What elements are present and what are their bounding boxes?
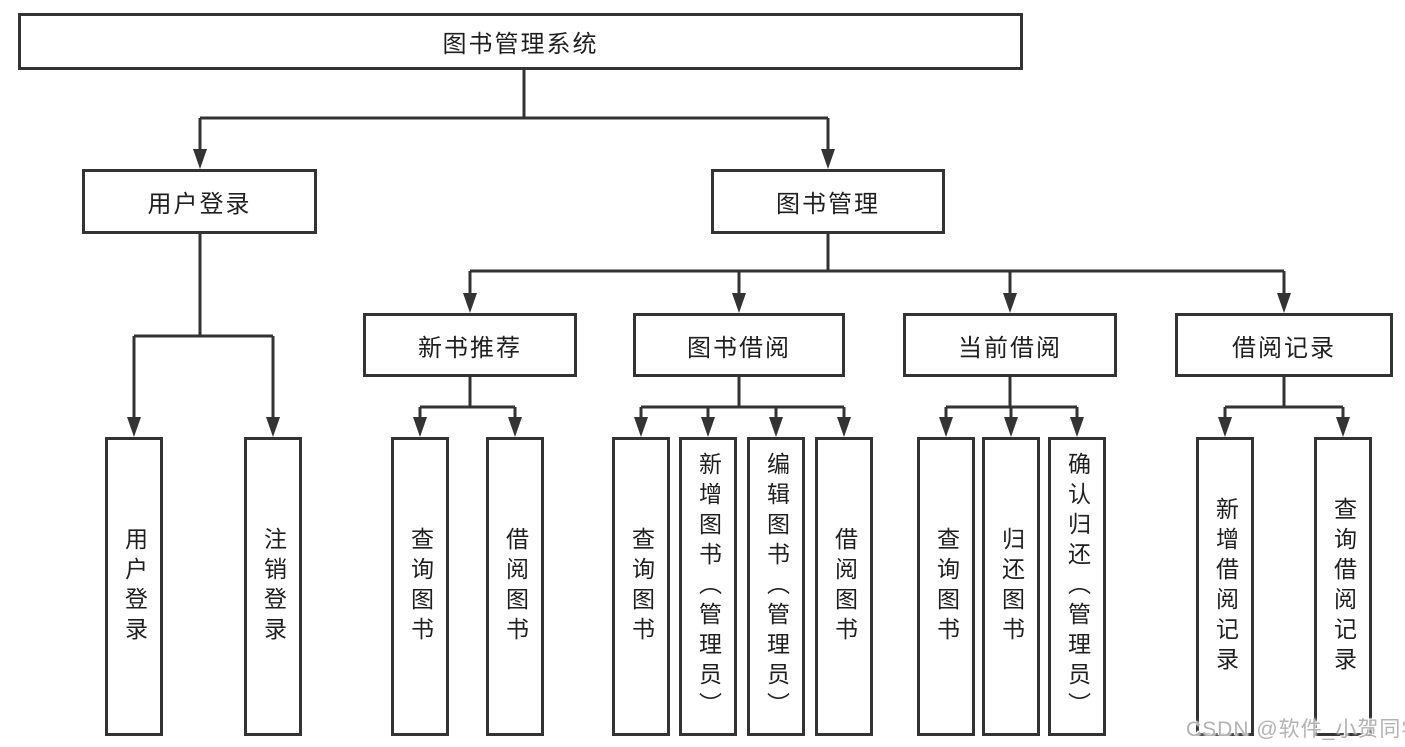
leaf-return-books: 归还图书 bbox=[982, 437, 1040, 736]
node-book-management: 图书管理 bbox=[711, 169, 945, 234]
leaf-logout-label: 注销登录 bbox=[260, 526, 287, 647]
node-root: 图书管理系统 bbox=[18, 13, 1023, 70]
leaf-add-books-admin: 新增图书（管理员） bbox=[679, 437, 737, 736]
node-current-borrow: 当前借阅 bbox=[903, 313, 1117, 377]
node-current-borrow-label: 当前借阅 bbox=[958, 334, 1062, 362]
node-book-management-label: 图书管理 bbox=[776, 191, 880, 218]
leaf-user-login: 用户登录 bbox=[105, 437, 163, 736]
leaf-query-books-2-label: 查询图书 bbox=[628, 526, 655, 647]
leaf-confirm-return-admin: 确认归还（管理员） bbox=[1048, 437, 1106, 736]
watermark-text: CSDN @软件_小贺同学 bbox=[1186, 718, 1405, 741]
leaf-logout: 注销登录 bbox=[244, 437, 302, 736]
node-borrow-records: 借阅记录 bbox=[1175, 313, 1393, 377]
leaf-borrow-books-1: 借阅图书 bbox=[486, 437, 544, 736]
node-root-label: 图书管理系统 bbox=[442, 31, 599, 58]
node-user-login-label: 用户登录 bbox=[147, 191, 252, 218]
leaf-edit-books-admin: 编辑图书（管理员） bbox=[747, 437, 805, 736]
node-new-book-recommend: 新书推荐 bbox=[363, 313, 577, 377]
leaf-query-books-2: 查询图书 bbox=[612, 437, 670, 736]
leaf-borrow-books-1-label: 借阅图书 bbox=[502, 526, 529, 647]
node-user-login: 用户登录 bbox=[82, 169, 317, 234]
node-book-borrow: 图书借阅 bbox=[633, 313, 845, 377]
leaf-borrow-books-2: 借阅图书 bbox=[815, 437, 873, 736]
leaf-query-books-1: 查询图书 bbox=[391, 437, 449, 736]
leaf-add-borrow-record: 新增借阅记录 bbox=[1196, 437, 1254, 736]
node-borrow-records-label: 借阅记录 bbox=[1232, 334, 1336, 362]
leaf-add-borrow-record-label: 新增借阅记录 bbox=[1212, 496, 1239, 677]
leaf-query-books-3-label: 查询图书 bbox=[933, 526, 960, 647]
leaf-user-login-label: 用户登录 bbox=[121, 526, 148, 647]
leaf-query-borrow-record-label: 查询借阅记录 bbox=[1330, 496, 1357, 677]
leaf-edit-books-admin-label: 编辑图书（管理员） bbox=[763, 451, 790, 722]
leaf-confirm-return-admin-label: 确认归还（管理员） bbox=[1064, 451, 1091, 722]
leaf-query-books-1-label: 查询图书 bbox=[407, 526, 434, 647]
leaf-borrow-books-2-label: 借阅图书 bbox=[831, 526, 858, 647]
leaf-query-books-3: 查询图书 bbox=[917, 437, 975, 736]
node-new-book-recommend-label: 新书推荐 bbox=[418, 334, 522, 362]
leaf-return-books-label: 归还图书 bbox=[998, 526, 1025, 647]
leaf-query-borrow-record: 查询借阅记录 bbox=[1314, 437, 1372, 736]
leaf-add-books-admin-label: 新增图书（管理员） bbox=[695, 451, 722, 722]
node-book-borrow-label: 图书借阅 bbox=[687, 334, 791, 362]
